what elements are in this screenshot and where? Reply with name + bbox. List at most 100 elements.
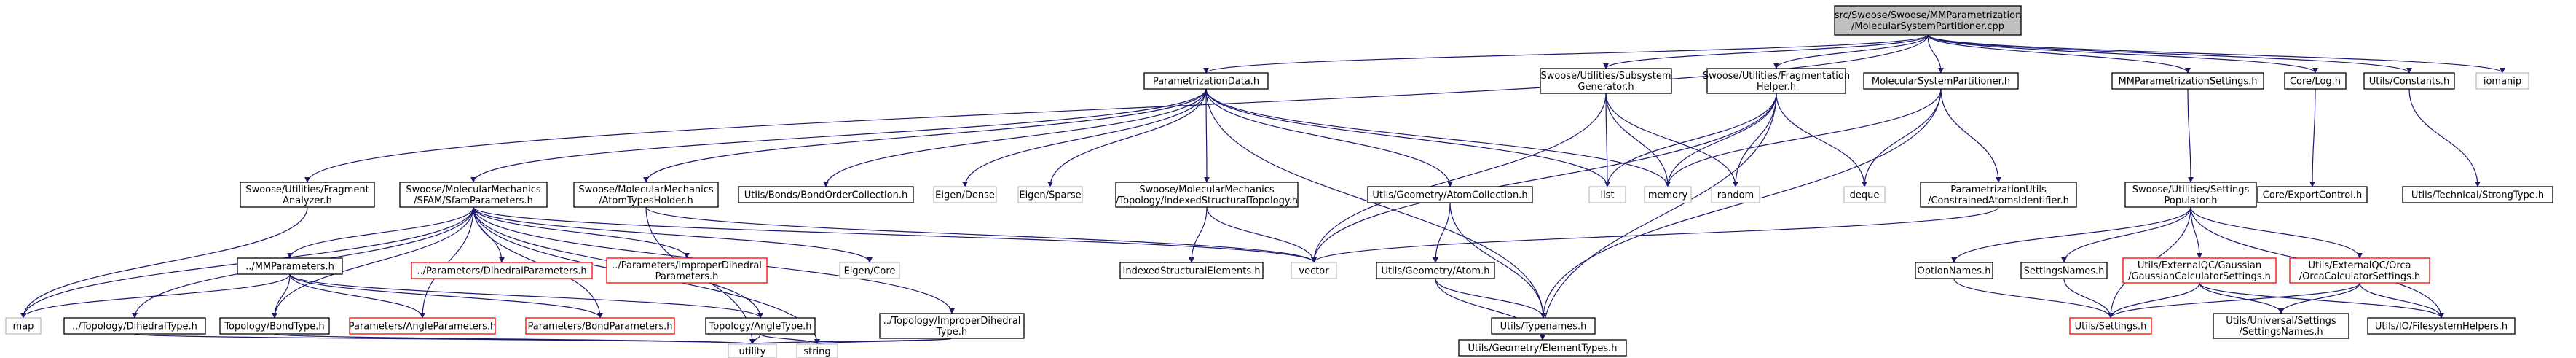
edge bbox=[1927, 34, 2412, 74]
graph-node-memory[interactable]: memory bbox=[1644, 186, 1692, 203]
graph-node-settingsnames[interactable]: SettingsNames.h bbox=[2020, 262, 2108, 279]
graph-node-deque[interactable]: deque bbox=[1843, 186, 1886, 203]
node-label-line: Utils/ExternalQC/Gaussian bbox=[2138, 260, 2261, 271]
graph-node-sfamparams[interactable]: Swoose/MolecularMechanics/SFAM/SfamParam… bbox=[399, 182, 548, 208]
graph-edge-settingspop-to-gaussiansettings bbox=[2190, 206, 2202, 259]
graph-node-bondorder[interactable]: Utils/Bonds/BondOrderCollection.h bbox=[738, 186, 914, 203]
graph-node-improperparams[interactable]: ../Parameters/ImproperDihedralParameters… bbox=[606, 257, 768, 284]
node-box bbox=[5, 317, 42, 335]
node-box bbox=[2069, 317, 2152, 335]
node-label-line: deque bbox=[1850, 190, 1880, 201]
graph-edge-paramdata-to-sfamparams bbox=[470, 88, 1207, 183]
graph-edge-mmparams-to-map bbox=[20, 273, 291, 319]
graph-node-angletype[interactable]: Topology/AngleType.h bbox=[705, 317, 816, 335]
node-label-line: Swoose/Utilities/Subsystem bbox=[1541, 71, 1671, 82]
graph-node-dihedralparams[interactable]: ../Parameters/DihedralParameters.h bbox=[411, 262, 593, 279]
graph-edge-corelog-to-coreexport bbox=[2309, 88, 2316, 187]
graph-node-indexedelems[interactable]: IndexedStructuralElements.h bbox=[1119, 262, 1264, 279]
graph-node-constrainedatoms[interactable]: ParametrizationUtils/ConstrainedAtomsIde… bbox=[1920, 182, 2077, 208]
graph-node-random[interactable]: random bbox=[1711, 186, 1760, 203]
graph-edge-mmparams-to-bondtype bbox=[272, 273, 291, 319]
graph-node-atomcoll[interactable]: Utils/Geometry/AtomCollection.h bbox=[1367, 186, 1533, 203]
graph-edge-molsyspart-to-constrainedatoms bbox=[1940, 88, 2001, 183]
node-box bbox=[728, 343, 777, 358]
graph-edge-indexedtopo-to-vector bbox=[1206, 206, 1317, 263]
graph-node-map[interactable]: map bbox=[5, 317, 42, 335]
node-label-line: Populator.h bbox=[2165, 195, 2218, 206]
graph-node-paramdata[interactable]: ParametrizationData.h bbox=[1143, 72, 1269, 90]
graph-node-orcasettings[interactable]: Utils/ExternalQC/Orca/OrcaCalculatorSett… bbox=[2289, 257, 2430, 284]
graph-node-filesystem[interactable]: Utils/IO/FilesystemHelpers.h bbox=[2367, 317, 2516, 335]
node-label-line: Topology/AngleType.h bbox=[708, 322, 811, 332]
edge bbox=[134, 333, 755, 345]
edge bbox=[1311, 93, 1777, 263]
node-box bbox=[2257, 186, 2368, 203]
node-label-line: Parameters/BondParameters.h bbox=[528, 322, 673, 332]
graph-node-dihedraltype[interactable]: ../Topology/DihedralType.h bbox=[63, 317, 206, 335]
graph-node-utilsconst[interactable]: Utils/Constants.h bbox=[2363, 72, 2455, 90]
graph-node-list[interactable]: list bbox=[1588, 186, 1626, 203]
edge bbox=[20, 206, 308, 319]
node-label-line: ParametrizationUtils bbox=[1950, 184, 2047, 195]
graph-node-indexedtopo[interactable]: Swoose/MolecularMechanics/Topology/Index… bbox=[1115, 182, 1299, 208]
graph-node-angleparams[interactable]: Parameters/AngleParameters.h bbox=[349, 317, 497, 335]
graph-node-iomanip[interactable]: iomanip bbox=[2475, 72, 2529, 90]
node-label-line: Utils/Geometry/ElementTypes.h bbox=[1468, 343, 1617, 354]
graph-node-universalsettings[interactable]: Utils/Universal/Settings/SettingsNames.h bbox=[2213, 313, 2349, 339]
graph-node-eigendense[interactable]: Eigen/Dense bbox=[933, 186, 997, 203]
graph-node-optionnames[interactable]: OptionNames.h bbox=[1915, 262, 1993, 279]
edge bbox=[1311, 206, 1999, 263]
graph-edge-indexedtopo-to-indexedelems bbox=[1189, 206, 1208, 263]
graph-node-bondparams[interactable]: Parameters/BondParameters.h bbox=[525, 317, 675, 335]
graph-node-geomatom[interactable]: Utils/Geometry/Atom.h bbox=[1376, 262, 1495, 279]
graph-node-vector[interactable]: vector bbox=[1291, 262, 1337, 279]
edge bbox=[1951, 206, 2191, 263]
node-label-line: map bbox=[13, 322, 34, 332]
graph-node-mmparams[interactable]: ../MMParameters.h bbox=[237, 257, 343, 275]
edge bbox=[823, 88, 1207, 187]
graph-node-bondtype[interactable]: Topology/BondType.h bbox=[219, 317, 330, 335]
node-label-line: Utils/Geometry/AtomCollection.h bbox=[1372, 190, 1527, 201]
node-label-line: /GaussianCalculatorSettings.h bbox=[2128, 271, 2271, 282]
edge bbox=[289, 273, 425, 319]
node-label-line: ../Parameters/ImproperDihedral bbox=[612, 260, 762, 271]
graph-node-elementtypes[interactable]: Utils/Geometry/ElementTypes.h bbox=[1458, 339, 1627, 357]
graph-edge-paramdata-to-bondorder bbox=[823, 88, 1207, 187]
graph-node-molsyspart[interactable]: MolecularSystemPartitioner.h bbox=[1863, 72, 2019, 90]
graph-node-atomtypesholder[interactable]: Swoose/MolecularMechanics/AtomTypesHolde… bbox=[573, 182, 719, 208]
graph-edge-root-to-molsyspart bbox=[1927, 34, 1944, 74]
graph-node-mmparamsettings[interactable]: MMParametrizationSettings.h bbox=[2111, 72, 2264, 90]
graph-edge-bondtype-to-utility bbox=[274, 333, 755, 345]
node-label-line: /Topology/IndexedStructuralTopology.h bbox=[1116, 195, 1298, 206]
graph-node-root[interactable]: src/Swoose/Swoose/MMParametrization/Mole… bbox=[1834, 5, 2022, 36]
graph-node-utilssettings[interactable]: Utils/Settings.h bbox=[2069, 317, 2152, 335]
graph-node-eigensparse[interactable]: Eigen/Sparse bbox=[1017, 186, 1083, 203]
edge bbox=[962, 88, 1207, 187]
graph-node-string[interactable]: string bbox=[796, 343, 838, 358]
graph-edge-paramdata-to-eigensparse bbox=[1047, 88, 1207, 187]
graph-node-typenames[interactable]: Utils/Typenames.h bbox=[1491, 317, 1596, 335]
edge bbox=[1603, 34, 1929, 69]
edge bbox=[1953, 278, 2114, 319]
node-label-line: Swoose/Utilities/Fragment bbox=[245, 184, 369, 195]
node-box bbox=[1644, 186, 1692, 203]
node-box bbox=[1017, 186, 1083, 203]
graph-edge-sfamparams-to-improperparams bbox=[473, 206, 690, 259]
node-box bbox=[399, 182, 548, 208]
graph-node-gaussiansettings[interactable]: Utils/ExternalQC/Gaussian/GaussianCalcul… bbox=[2122, 257, 2277, 284]
graph-node-corelog[interactable]: Core/Log.h bbox=[2284, 72, 2347, 90]
graph-node-utility[interactable]: utility bbox=[728, 343, 777, 358]
graph-node-strongtype[interactable]: Utils/Technical/StrongType.h bbox=[2402, 186, 2553, 203]
graph-node-eigencore[interactable]: Eigen/Core bbox=[839, 262, 900, 279]
graph-edge-sfamparams-to-bondtype bbox=[272, 206, 474, 319]
graph-edge-constrainedatoms-to-vector bbox=[1311, 206, 1999, 263]
graph-edge-paramdata-to-list bbox=[1205, 88, 1610, 187]
node-box bbox=[2402, 186, 2553, 203]
edge bbox=[1604, 93, 1777, 187]
graph-node-coreexport[interactable]: Core/ExportControl.h bbox=[2257, 186, 2368, 203]
